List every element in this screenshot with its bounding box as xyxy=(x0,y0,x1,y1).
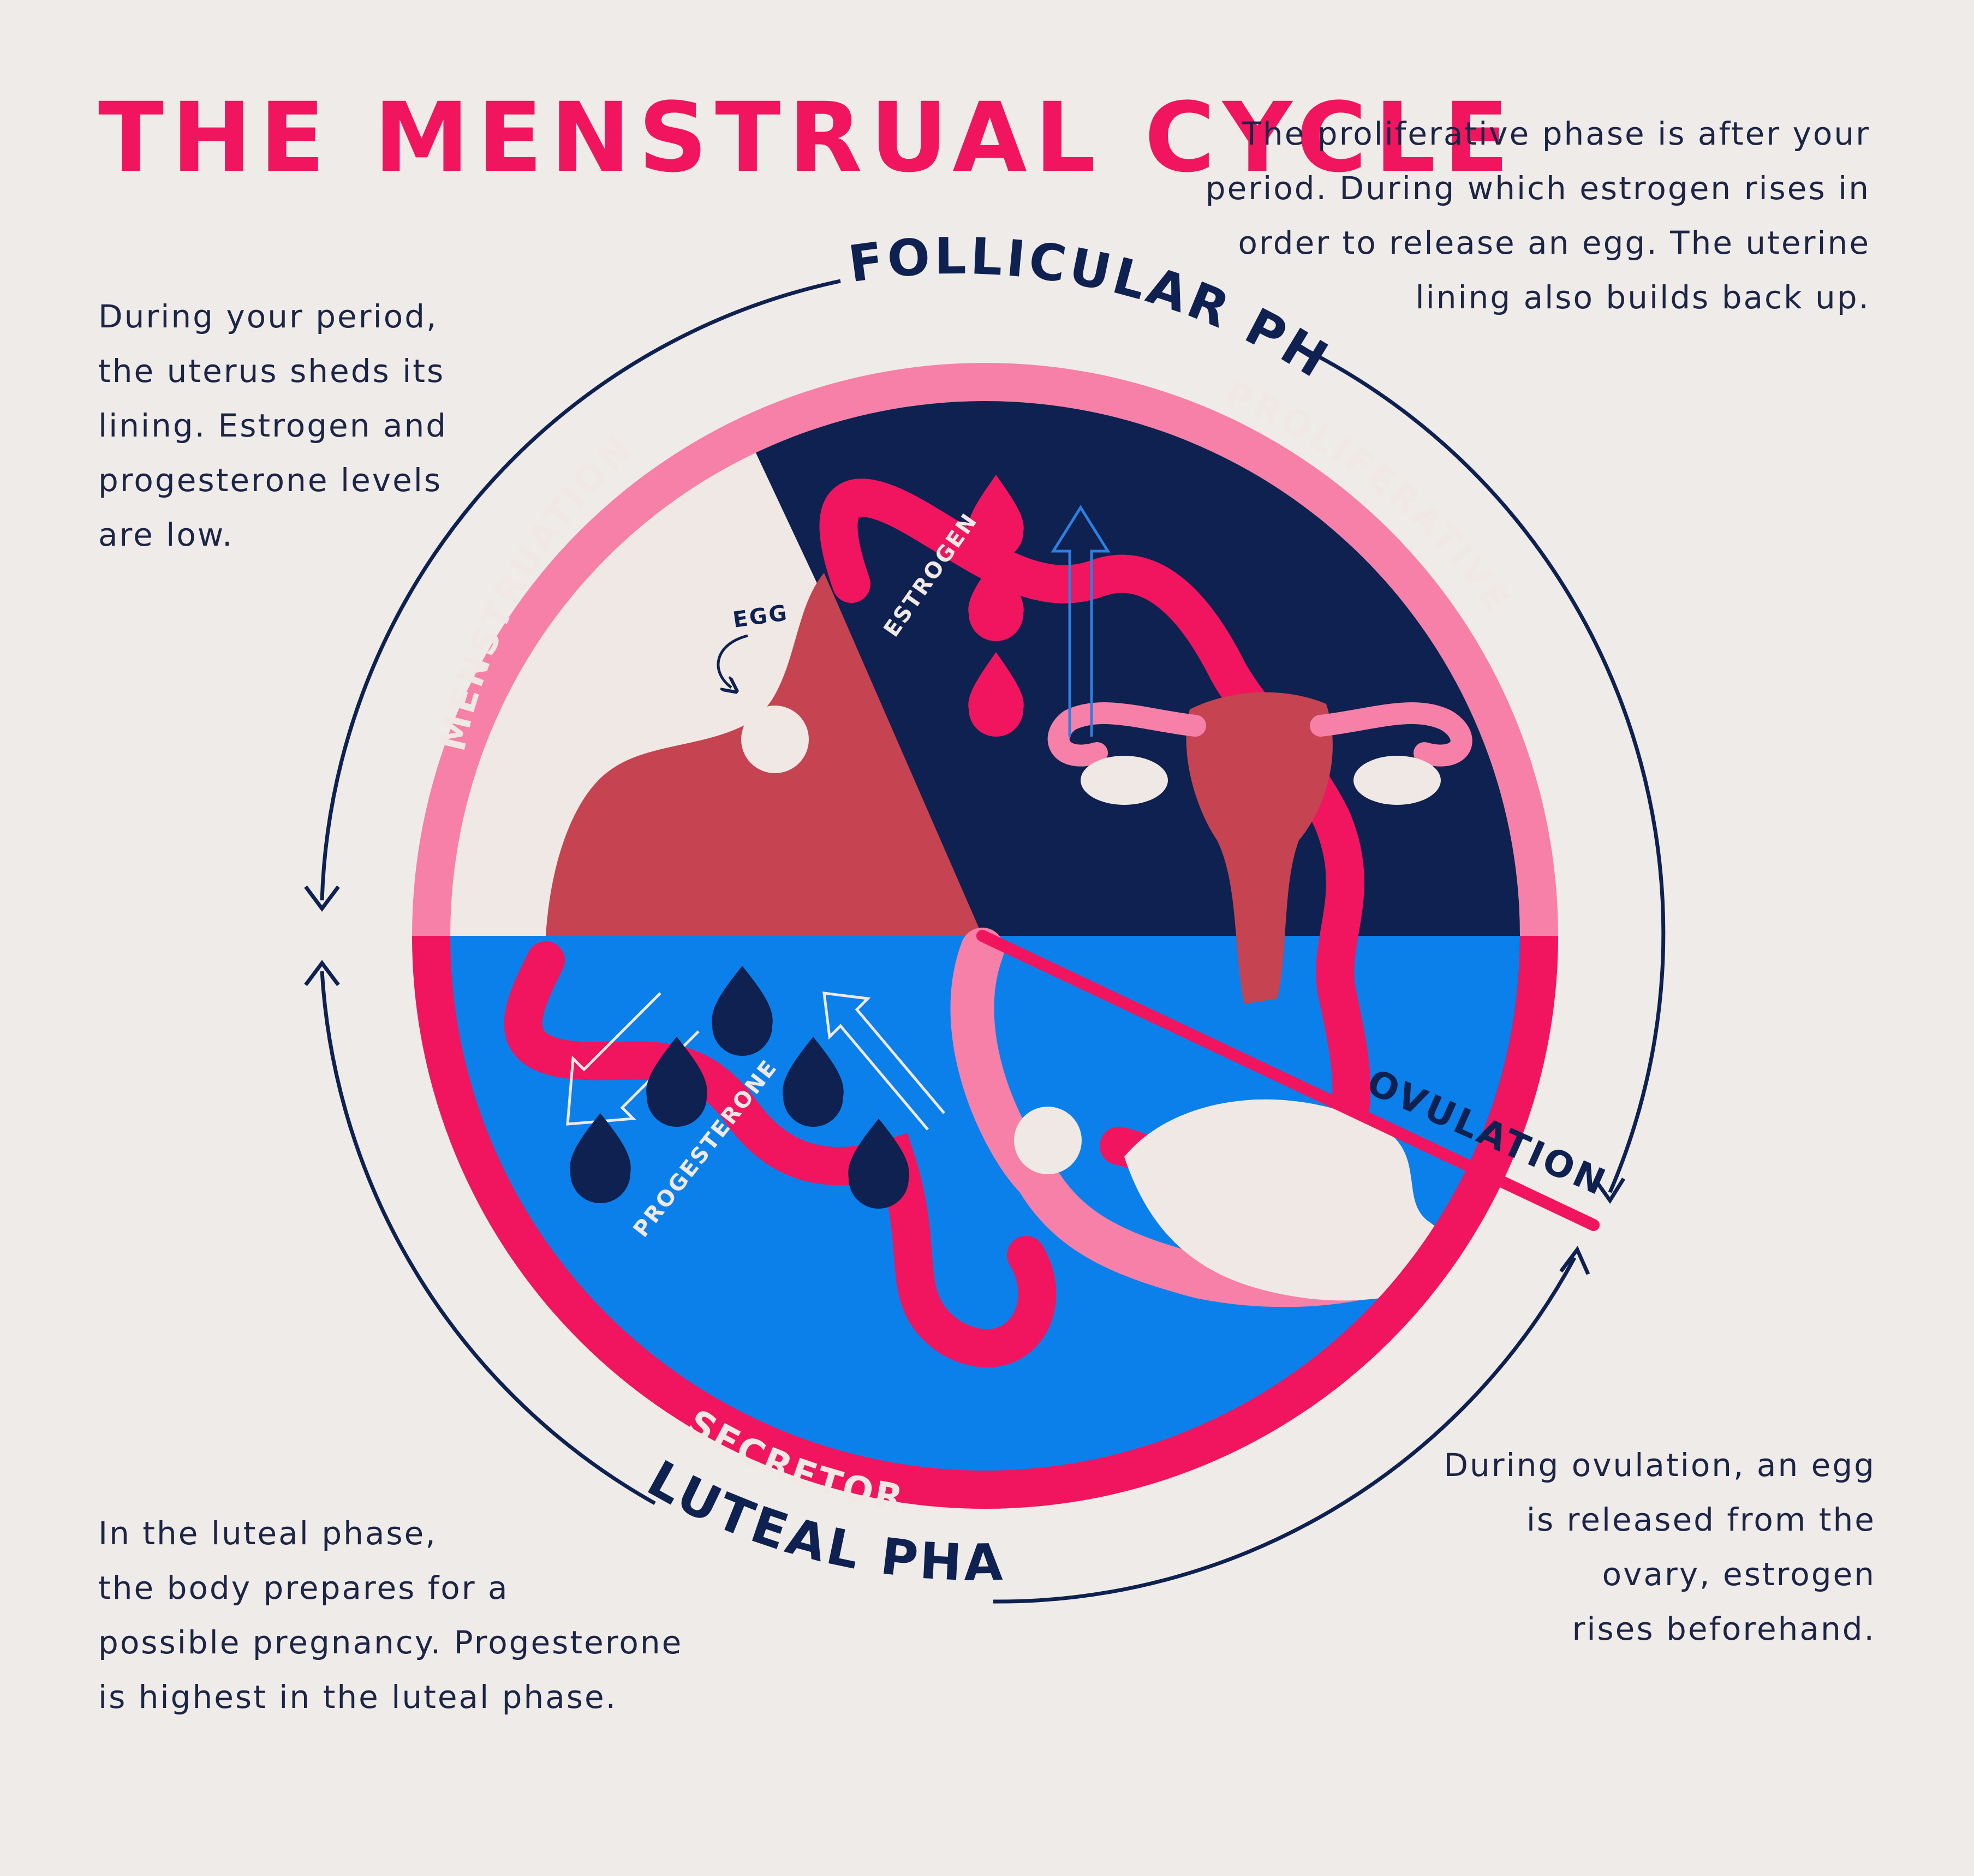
estrogen-droplet-icon xyxy=(968,557,1024,641)
proliferative-description: The proliferative phase is after your pe… xyxy=(1206,106,1870,325)
estrogen-droplet-icon xyxy=(968,475,1024,559)
desc-line: the body prepares for a xyxy=(98,1569,509,1606)
desc-line: the uterus sheds its xyxy=(98,353,445,390)
egg-icon xyxy=(741,706,809,773)
desc-line: progesterone levels xyxy=(98,462,443,499)
desc-line: order to release an egg. The uterine xyxy=(1238,224,1870,261)
arrowhead-icon xyxy=(1595,1178,1625,1204)
luteal-description: In the luteal phase, the body prepares f… xyxy=(98,1506,683,1724)
page-title: THE MENSTRUAL CYCLE xyxy=(98,82,1517,194)
desc-line: lining. Estrogen and xyxy=(98,407,448,444)
blood-flow-lower xyxy=(504,941,1057,1367)
estrogen-droplets xyxy=(968,475,1024,737)
label-follicular-phase: FOLLICULAR PHASE xyxy=(0,0,1340,390)
uterus-body xyxy=(1186,692,1333,1004)
desc-line: is released from the xyxy=(1526,1501,1876,1538)
ovary xyxy=(1124,1099,1498,1301)
ovulation-description: During ovulation, an egg is released fro… xyxy=(1444,1438,1876,1656)
progesterone-up-arrow-icon xyxy=(822,991,945,1131)
desc-line: possible pregnancy. Progesterone xyxy=(98,1624,683,1661)
released-egg-icon xyxy=(1014,1107,1082,1174)
arc-bottom-right xyxy=(993,1257,1577,1604)
ovulation-divider xyxy=(976,930,1600,1231)
progesterone-down-arrow-icon xyxy=(566,992,700,1126)
arrowhead-icon xyxy=(304,960,340,987)
desc-line: In the luteal phase, xyxy=(98,1515,437,1552)
progesterone-droplet-icon xyxy=(570,1113,631,1203)
desc-line: ovary, estrogen xyxy=(1602,1556,1876,1593)
desc-line: is highest in the luteal phase. xyxy=(98,1678,618,1716)
arc-top-right xyxy=(1292,342,1666,1193)
desc-line: During ovulation, an egg xyxy=(1444,1447,1876,1484)
arc-bottom-left xyxy=(320,971,656,1505)
desc-line: The proliferative phase is after your xyxy=(1242,115,1870,152)
right-tube xyxy=(1310,702,1472,767)
progesterone-droplet-icon xyxy=(848,1119,909,1209)
desc-line: During your period, xyxy=(98,298,438,335)
period-description: During your period, the uterus sheds its… xyxy=(98,289,448,562)
egg-pointer-arrow-icon xyxy=(717,634,748,688)
right-ovary xyxy=(1353,756,1441,805)
left-ovary xyxy=(1081,756,1168,805)
desc-line: lining also builds back up. xyxy=(1415,279,1870,316)
estrogen-up-arrow-icon xyxy=(1051,505,1111,737)
desc-line: period. During which estrogen rises in xyxy=(1205,170,1870,207)
arrowhead-icon xyxy=(304,885,340,912)
label-text: FOLLICULAR PHASE xyxy=(0,0,1337,390)
outer-cycle-arrows xyxy=(304,279,1666,1604)
arc-top-left xyxy=(320,279,841,901)
uterus-illustration xyxy=(1047,692,1472,1004)
progesterone-droplet-icon xyxy=(646,1037,707,1127)
hormone-arrows xyxy=(566,505,1111,1131)
arrowhead-icon xyxy=(1559,1246,1590,1275)
progesterone-droplet-icon xyxy=(712,966,773,1056)
estrogen-droplet-icon xyxy=(968,652,1024,737)
progesterone-droplet-icon xyxy=(783,1037,844,1127)
desc-line: rises beforehand. xyxy=(1572,1610,1876,1647)
progesterone-droplets xyxy=(570,966,909,1209)
desc-line: are low. xyxy=(98,516,234,553)
